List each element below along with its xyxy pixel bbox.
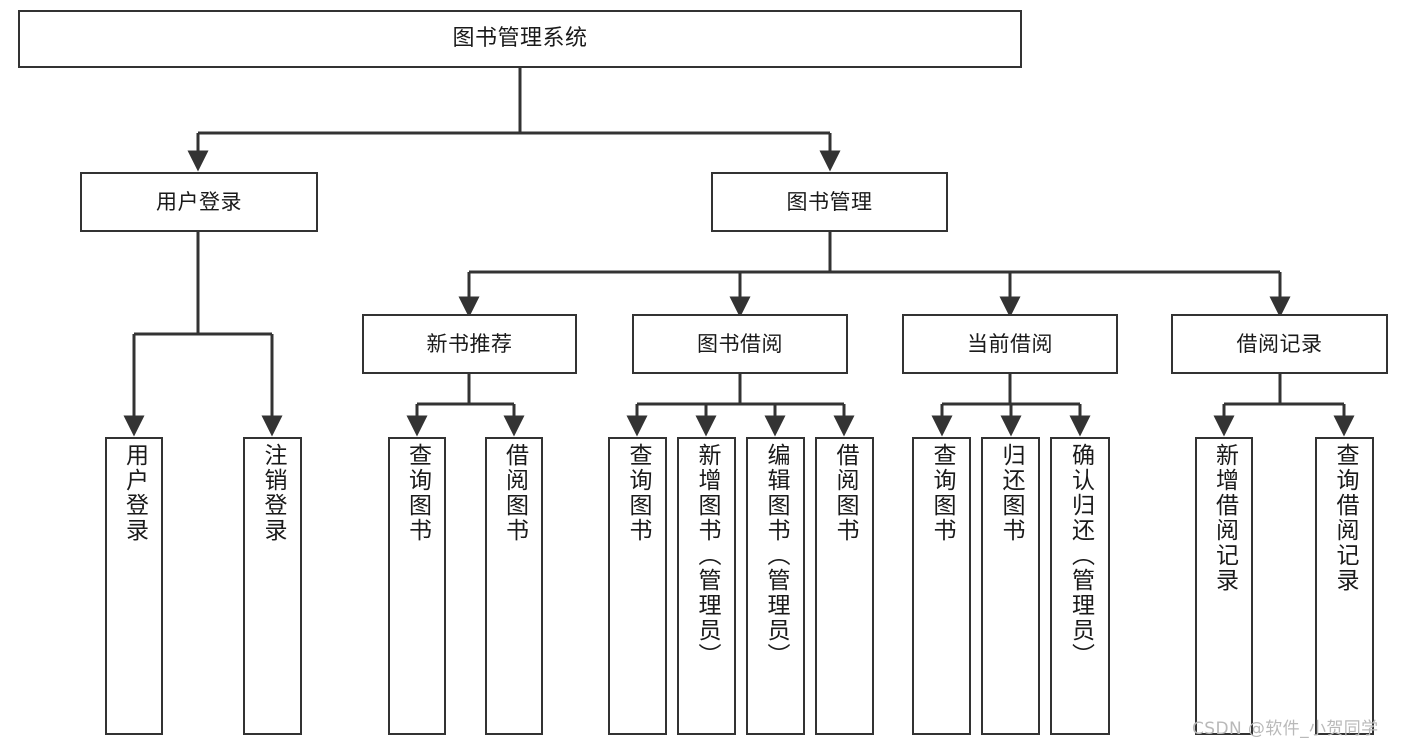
node-label: 图书借阅	[697, 331, 783, 356]
node-borrow-record[interactable]: 借阅记录	[1171, 314, 1388, 374]
node-label: 查询图书	[625, 443, 651, 543]
node-label: 注销登录	[260, 443, 286, 543]
node-label: 借阅图书	[832, 443, 858, 543]
node-root-system[interactable]: 图书管理系统	[18, 10, 1022, 68]
leaf-user-login-login[interactable]: 用户登录	[105, 437, 163, 735]
node-book-borrow[interactable]: 图书借阅	[632, 314, 848, 374]
leaf-book-borrow-query-book[interactable]: 查询图书	[608, 437, 667, 735]
node-label: 当前借阅	[967, 331, 1053, 356]
watermark-text: CSDN @软件_小贺同学	[1192, 719, 1379, 739]
leaf-current-borrow-confirm-return-admin[interactable]: 确认归还（管理员）	[1050, 437, 1110, 735]
node-label: 图书管理	[786, 189, 873, 214]
leaf-borrow-record-query-record[interactable]: 查询借阅记录	[1315, 437, 1374, 735]
node-current-borrow[interactable]: 当前借阅	[902, 314, 1118, 374]
leaf-current-borrow-query-book[interactable]: 查询图书	[912, 437, 971, 735]
node-label: 新书推荐	[426, 331, 513, 356]
leaf-book-borrow-borrow-book[interactable]: 借阅图书	[815, 437, 874, 735]
leaf-new-book-borrow-book[interactable]: 借阅图书	[485, 437, 543, 735]
node-new-book-recommend[interactable]: 新书推荐	[362, 314, 577, 374]
node-label: 用户登录	[156, 189, 242, 214]
node-book-management[interactable]: 图书管理	[711, 172, 948, 232]
node-label: 查询图书	[404, 443, 431, 543]
leaf-book-borrow-edit-book-admin[interactable]: 编辑图书（管理员）	[746, 437, 805, 735]
leaf-new-book-query-book[interactable]: 查询图书	[388, 437, 446, 735]
node-label: 查询图书	[929, 443, 955, 543]
node-label: 确认归还（管理员）	[1067, 443, 1094, 668]
node-label: 查询借阅记录	[1332, 443, 1358, 593]
leaf-borrow-record-add-record[interactable]: 新增借阅记录	[1195, 437, 1253, 735]
node-label: 图书管理系统	[452, 26, 588, 52]
node-label: 新增借阅记录	[1211, 443, 1238, 593]
node-label: 用户登录	[121, 443, 148, 543]
node-label: 归还图书	[998, 443, 1024, 543]
leaf-current-borrow-return-book[interactable]: 归还图书	[981, 437, 1040, 735]
leaf-book-borrow-add-book-admin[interactable]: 新增图书（管理员）	[677, 437, 736, 735]
node-user-login[interactable]: 用户登录	[80, 172, 318, 232]
node-label: 借阅图书	[501, 443, 528, 543]
leaf-user-login-logout[interactable]: 注销登录	[243, 437, 302, 735]
node-label: 借阅记录	[1236, 331, 1323, 356]
node-label: 编辑图书（管理员）	[763, 443, 789, 668]
node-label: 新增图书（管理员）	[694, 443, 720, 668]
